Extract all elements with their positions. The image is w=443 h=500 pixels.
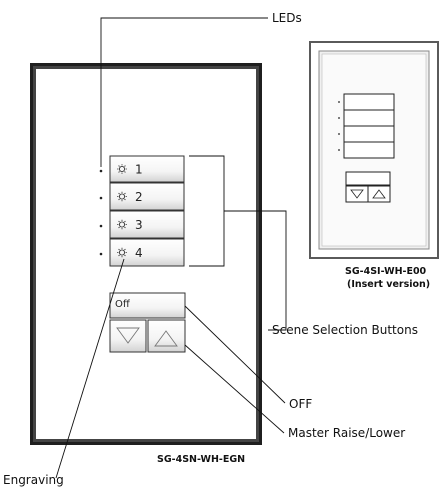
scene-button-2[interactable]: 2 [109,182,185,211]
triangle-down-icon [350,189,364,199]
lower-button[interactable] [109,319,147,353]
insert-off-button [345,171,391,186]
engraving-callout-line [55,258,125,479]
insert-note: (Insert version) [347,279,430,290]
insert-raise-button [367,185,391,203]
triangle-down-icon [116,327,140,344]
raise-button[interactable] [147,319,186,353]
master-label: Master Raise/Lower [288,426,405,440]
insert-buttons [338,93,395,203]
leds-callout-line [100,17,268,167]
off-label: OFF [289,397,312,411]
button-number: 2 [135,190,143,204]
off-button[interactable]: Off [109,292,186,319]
insert-lower-button [345,185,369,203]
led-dot [338,133,340,135]
led-dot [99,252,103,256]
led-dot [99,196,103,200]
triangle-up-icon [372,189,386,199]
led-dot [99,169,103,173]
triangle-up-icon [154,330,178,347]
insert-model-label: SG-4SI-WH-E00 [345,266,427,277]
button-number: 4 [135,246,143,260]
callout-lines [55,17,287,479]
scene-callout-line [224,210,287,331]
master-callout-line [184,344,285,434]
led-dot [338,149,340,151]
scene-buttons-label: Scene Selection Buttons [272,323,418,337]
scene-buttons: 1 2 3 4 [109,155,185,267]
button-number: 1 [135,163,143,177]
scene-button-4[interactable]: 4 [109,238,185,267]
led-dot [338,101,340,103]
button-number: 3 [135,218,143,232]
led-dot [99,224,103,228]
led-dot [338,117,340,119]
engraving-label: Engraving [3,473,64,487]
off-button-label: Off [115,299,131,310]
off-callout-line [184,305,286,404]
scene-button-3[interactable]: 3 [109,210,185,239]
led-indicators [99,169,103,256]
main-model-label: SG-4SN-WH-EGN [157,454,245,465]
scene-button-1[interactable]: 1 [109,155,185,183]
leds-label: LEDs [272,11,302,25]
